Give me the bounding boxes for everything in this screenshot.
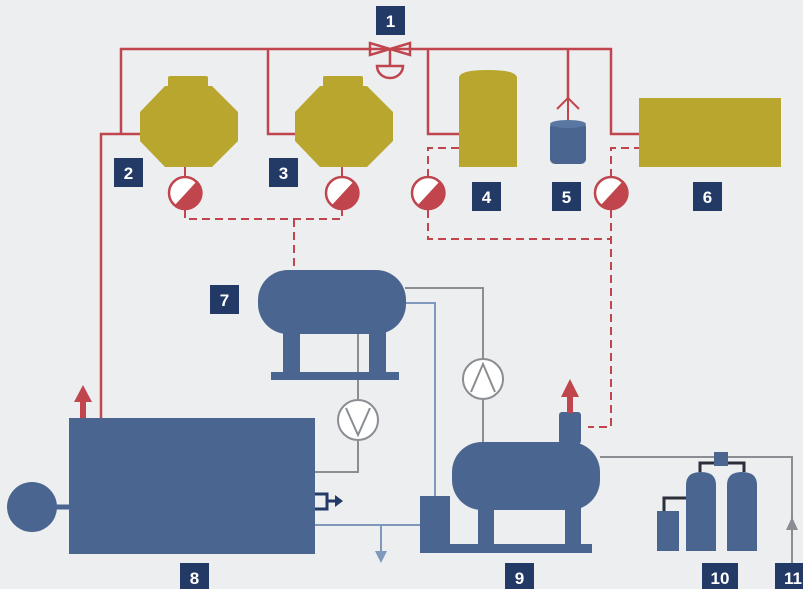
label-2: 2: [114, 158, 143, 187]
consumer-2-octagonal-tank[interactable]: [140, 76, 238, 167]
steam-outlet-arrow-flash: [561, 379, 579, 413]
label-3: 3: [269, 158, 298, 187]
signal-to-flash-vessel: [588, 210, 612, 428]
steam-riser-from-boiler: [99, 132, 140, 418]
feedwater-line: [405, 302, 436, 497]
feedwater-tank-7[interactable]: [258, 270, 406, 380]
label-8: 8: [180, 563, 209, 589]
flue-gas-outlet-icon: [315, 492, 343, 511]
label-6: 6: [693, 182, 722, 211]
steam-trap-icon-2[interactable]: [167, 167, 203, 211]
svg-text:4: 4: [482, 188, 492, 207]
svg-text:10: 10: [711, 569, 730, 588]
drain-arrow-icon: [375, 551, 387, 563]
label-1: 1: [376, 6, 405, 35]
vent-icon: [556, 96, 580, 122]
pump-icon-upper[interactable]: [462, 358, 504, 400]
svg-text:2: 2: [124, 164, 133, 183]
steam-trap-icon-3[interactable]: [324, 167, 360, 211]
condensate-to-flash: [600, 456, 793, 520]
consumer-6-process-unit[interactable]: [639, 98, 781, 167]
svg-text:11: 11: [784, 569, 802, 588]
svg-text:8: 8: [190, 569, 199, 588]
consumer-3-octagonal-tank[interactable]: [295, 76, 393, 167]
label-5: 5: [552, 182, 581, 211]
svg-text:3: 3: [279, 164, 288, 183]
steam-branch-consumer-3: [266, 49, 296, 136]
burner-icon[interactable]: [7, 482, 69, 532]
signal-consumer-6: [610, 147, 640, 177]
consumer-4-vertical-vessel[interactable]: [459, 70, 517, 167]
makeup-water-arrow-icon: [786, 517, 798, 530]
steam-trap-icon-6[interactable]: [593, 175, 629, 211]
control-valve-icon[interactable]: [368, 41, 412, 80]
label-9: 9: [505, 563, 534, 589]
label-11: 11: [775, 563, 803, 589]
steam-outlet-arrow-boiler: [74, 385, 92, 418]
steam-boiler-8[interactable]: [69, 418, 315, 554]
svg-text:9: 9: [515, 569, 524, 588]
signal-right-group: [427, 147, 459, 177]
condensate-tank-to-boiler: [315, 336, 359, 473]
pump-icon-lower[interactable]: [337, 399, 379, 441]
label-4: 4: [472, 182, 501, 211]
flash-vessel-9[interactable]: [420, 412, 600, 553]
label-7: 7: [210, 285, 239, 314]
svg-text:7: 7: [220, 291, 229, 310]
steam-lines: [99, 47, 640, 418]
svg-text:5: 5: [562, 188, 571, 207]
signal-lines: [184, 147, 640, 428]
steam-branch-consumer-4: [426, 49, 459, 136]
signal-left-group: [184, 210, 343, 220]
svg-text:1: 1: [386, 12, 395, 31]
svg-text:6: 6: [703, 188, 712, 207]
label-10: 10: [702, 563, 738, 589]
signal-right-bottom: [427, 210, 611, 240]
steam-trap-icon-4[interactable]: [410, 175, 446, 211]
consumer-5-small-drum[interactable]: [550, 120, 586, 164]
water-treatment-unit-10[interactable]: [657, 452, 757, 551]
steam-main-header: [119, 47, 640, 136]
